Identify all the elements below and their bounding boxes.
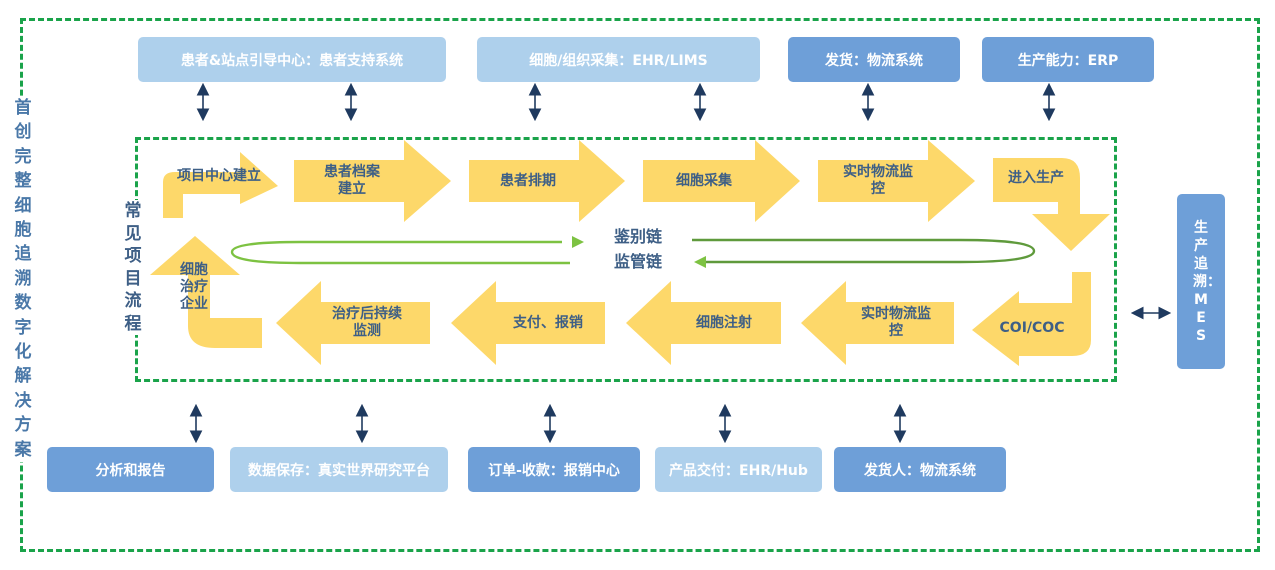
step-cell-collection: 细胞采集 xyxy=(676,172,732,189)
system-logistics-top: 发货：物流系统 xyxy=(788,37,960,82)
system-ehr-lims: 细胞/组织采集：EHR/LIMS xyxy=(477,37,760,82)
step-cell-injection: 细胞注射 xyxy=(696,314,752,331)
system-mes: 生产追溯：MES xyxy=(1177,194,1225,369)
process-title: 常见项目流程 xyxy=(121,200,145,335)
step-cell-therapy-company: 细胞治疗企业 xyxy=(180,261,208,312)
flow-arrow-payment xyxy=(451,281,605,365)
step-post-treatment: 治疗后持续监测 xyxy=(332,306,402,339)
step-logistics-monitor-top: 实时物流监控 xyxy=(843,164,913,197)
system-patient-support: 患者&站点引导中心：患者支持系统 xyxy=(138,37,446,82)
system-reimbursement: 订单-收款：报销中心 xyxy=(468,447,640,492)
system-erp: 生产能力：ERP xyxy=(982,37,1154,82)
chain-loop-upper-head xyxy=(572,236,584,248)
system-analytics: 分析和报告 xyxy=(47,447,214,492)
chain-loop-upper xyxy=(230,240,570,265)
flow-arrow-patient-profile xyxy=(294,140,451,222)
flow-arrow-cell-therapy-company xyxy=(150,236,262,348)
step-logistics-monitor-bottom: 实时物流监控 xyxy=(861,306,931,339)
chain-loop-lower-head xyxy=(694,256,706,268)
flow-arrow-coi-coc xyxy=(972,272,1091,366)
system-rwd-platform: 数据保存：真实世界研究平台 xyxy=(230,447,448,492)
step-project-setup: 项目中心建立 xyxy=(177,167,261,184)
flow-arrow-post-treatment xyxy=(276,281,430,365)
step-patient-scheduling: 患者排期 xyxy=(500,172,556,189)
flow-arrow-enter-production xyxy=(993,158,1110,251)
system-shipper-logistics: 发货人：物流系统 xyxy=(834,447,1006,492)
flow-arrow-logistics-bottom xyxy=(801,281,954,365)
step-enter-production: 进入生产 xyxy=(1008,169,1064,186)
step-patient-profile: 患者档案建立 xyxy=(324,164,380,197)
chain-custody: 监管链 xyxy=(613,252,662,271)
step-payment: 支付、报销 xyxy=(513,314,583,331)
chain-identity: 鉴别链 xyxy=(613,227,662,246)
flow-arrow-logistics-top xyxy=(818,140,975,222)
flow-arrow-cell-collection xyxy=(643,140,800,222)
system-ehr-hub: 产品交付：EHR/Hub xyxy=(655,447,822,492)
solution-title: 首创完整细胞追溯数字化解决方案 xyxy=(10,96,36,463)
flow-arrow-project-setup xyxy=(163,152,278,218)
flow-arrow-cell-injection xyxy=(626,281,781,365)
step-coi-coc: COI/COC xyxy=(999,319,1065,336)
chain-loop-lower xyxy=(692,238,1036,264)
flow-arrow-patient-scheduling xyxy=(469,140,625,222)
